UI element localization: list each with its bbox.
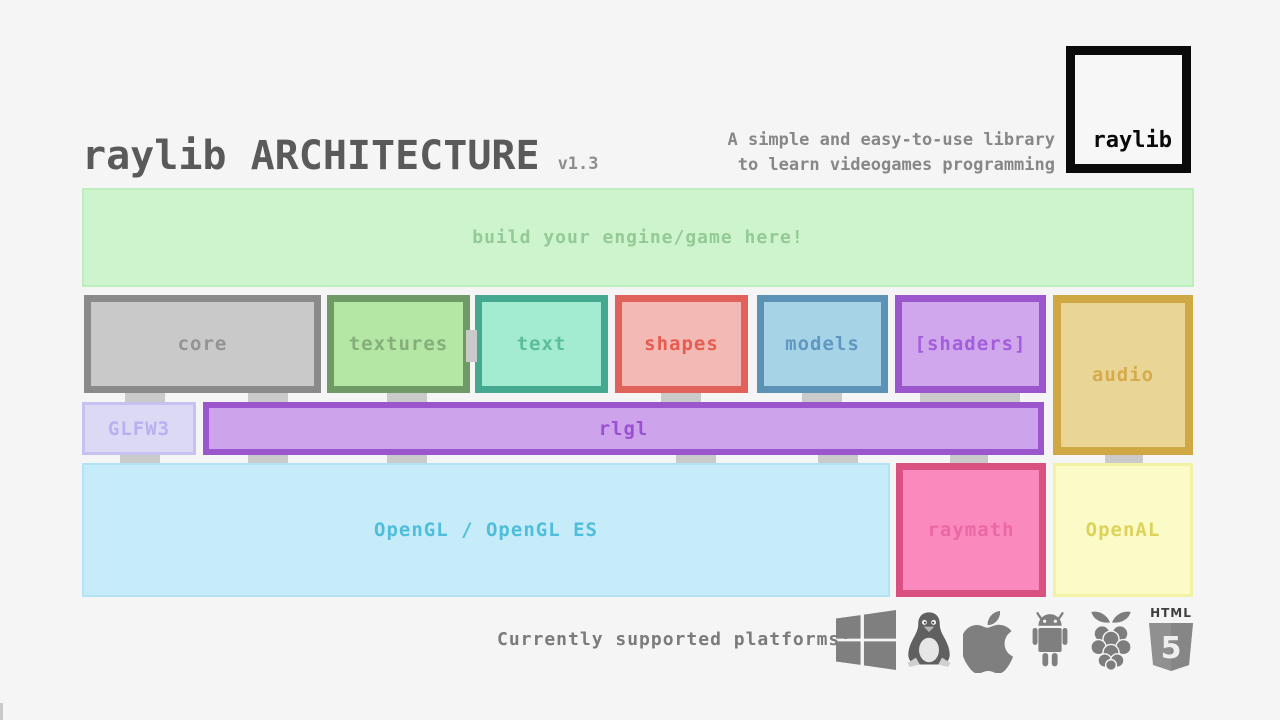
connector-shaders-rlgl	[920, 393, 1020, 402]
module-core-label: core	[177, 333, 228, 355]
module-text-label: text	[516, 333, 567, 355]
linux-tux-icon	[906, 605, 952, 675]
layer-raymath: raymath	[896, 463, 1046, 597]
layer-glfw3-label: GLFW3	[107, 417, 171, 440]
svg-text:5: 5	[1161, 631, 1182, 666]
connector-textures-rlgl	[387, 393, 427, 402]
connector-rlgl-opengl-4	[818, 455, 858, 463]
header: raylib ARCHITECTURE v1.3	[82, 133, 599, 179]
page-title: raylib ARCHITECTURE	[82, 133, 540, 179]
module-text: text	[475, 295, 608, 393]
connector-audio-openal	[1105, 455, 1143, 463]
layer-rlgl: rlgl	[203, 402, 1044, 455]
layer-rlgl-label: rlgl	[598, 417, 649, 440]
connector-models-rlgl	[802, 393, 842, 402]
engine-box-label: build your engine/game here!	[472, 227, 804, 248]
module-audio-label: audio	[1091, 364, 1155, 386]
connector-rlgl-opengl-1	[248, 455, 288, 463]
html5-icon: HTML 5	[1146, 606, 1196, 674]
connector-textures-text	[466, 330, 477, 362]
module-shapes: shapes	[615, 295, 748, 393]
layer-opengl: OpenGL / OpenGL ES	[82, 463, 890, 597]
windows-icon	[836, 608, 896, 672]
connector-core-glfw3	[125, 393, 165, 402]
module-textures-label: textures	[348, 333, 449, 355]
version-label: v1.3	[557, 154, 599, 174]
layer-glfw3: GLFW3	[82, 402, 196, 455]
apple-icon	[962, 607, 1015, 673]
module-audio: audio	[1053, 295, 1193, 455]
connector-rlgl-opengl-2	[387, 455, 427, 463]
platform-icons: HTML 5	[836, 603, 1196, 677]
module-core: core	[84, 295, 321, 393]
module-textures: textures	[327, 295, 470, 393]
module-models-label: models	[785, 333, 860, 355]
raspberry-pi-icon	[1086, 605, 1136, 675]
connector-rlgl-raymath	[950, 455, 988, 463]
layer-raymath-label: raymath	[927, 519, 1015, 541]
svg-text:HTML: HTML	[1150, 606, 1192, 620]
android-icon	[1025, 609, 1075, 671]
layer-opengl-label: OpenGL / OpenGL ES	[374, 519, 598, 541]
module-shaders-label: [shaders]	[914, 333, 1027, 355]
engine-box: build your engine/game here!	[82, 188, 1194, 287]
module-shapes-label: shapes	[644, 333, 719, 355]
raylib-logo: raylib	[1066, 46, 1191, 173]
connector-core-rlgl	[248, 393, 288, 402]
screen-edge-artifact	[0, 703, 3, 720]
connector-rlgl-opengl-3	[676, 455, 716, 463]
connector-glfw3-opengl	[120, 455, 160, 463]
platforms-label: Currently supported platforms:	[497, 629, 853, 650]
tagline-line-2: to learn videogames programming	[737, 155, 1055, 175]
module-shaders: [shaders]	[895, 295, 1046, 393]
raylib-logo-text: raylib	[1092, 128, 1172, 153]
connector-shapes-rlgl	[661, 393, 701, 402]
tagline-line-1: A simple and easy-to-use library	[727, 130, 1055, 150]
layer-openal-label: OpenAL	[1085, 519, 1161, 541]
module-models: models	[757, 295, 888, 393]
tagline: A simple and easy-to-use library to lear…	[727, 128, 1055, 178]
layer-openal: OpenAL	[1053, 463, 1193, 597]
